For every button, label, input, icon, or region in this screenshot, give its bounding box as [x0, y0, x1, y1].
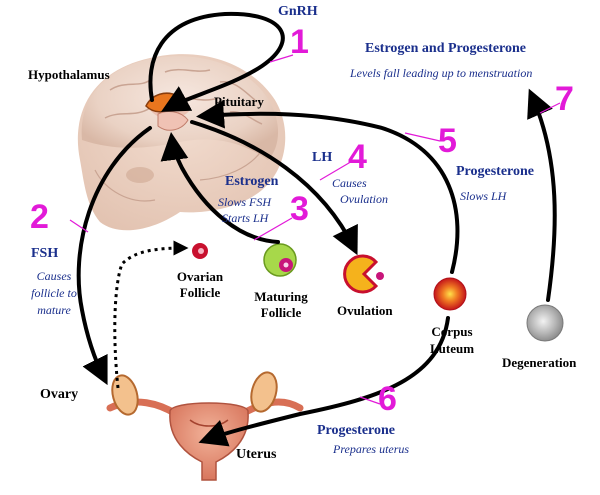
maturing-follicle-icon [263, 243, 297, 277]
lh-label: LH [312, 150, 333, 165]
fsh-arrow [76, 126, 152, 386]
progesterone-uterus-note: Prepares uterus [333, 442, 410, 456]
ovarian-follicle-label-1: Ovarian [176, 269, 224, 284]
corpus-luteum-icon [433, 277, 467, 311]
corpus-luteum-label-1: Corpus [431, 324, 473, 339]
lh-note-2: Ovulation [340, 192, 388, 206]
corpus-luteum-label-2: Luteum [429, 341, 475, 356]
progesterone-uterus-label: Progesterone [317, 423, 396, 438]
fsh-note-2: follicle to [31, 286, 77, 300]
gnrh-label: GnRH [278, 4, 318, 19]
ovulation-label: Ovulation [337, 303, 393, 318]
step-number-5: 5 [438, 122, 457, 160]
ovary-label: Ovary [40, 387, 79, 402]
maturing-follicle-label-2: Follicle [260, 305, 302, 320]
progesterone-pituitary-arrow [196, 100, 460, 274]
progesterone-uterus-arrow [198, 316, 450, 447]
estrogen-label: Estrogen [225, 174, 279, 189]
pointer-line-3 [253, 217, 293, 241]
step-number-6: 6 [378, 380, 397, 418]
step-number-2: 2 [30, 198, 49, 236]
step-number-7: 7 [555, 80, 574, 118]
follicle-dotted-arrow [113, 240, 189, 389]
degeneration-arrow [527, 88, 557, 302]
estrogen-arrow [160, 132, 280, 244]
step-number-4: 4 [348, 138, 367, 176]
ovarian-follicle-label-2: Follicle [179, 285, 221, 300]
lh-note-1: Causes [332, 176, 367, 190]
pointer-line-2 [69, 219, 89, 233]
pointer-line-5 [404, 132, 441, 142]
pointer-line-6 [359, 396, 381, 405]
lh-arrow [190, 120, 358, 256]
uterus-illustration [106, 371, 304, 481]
hypothalamus-label: Hypothalamus [28, 67, 110, 82]
fsh-note-1: Causes [36, 269, 72, 283]
estrogen-note-1: Slows FSH [218, 195, 272, 209]
pointer-line-1 [269, 54, 294, 63]
step-number-3: 3 [290, 190, 309, 228]
ovarian-follicle-icon [192, 243, 208, 259]
estrogen-note-2: Starts LH [222, 211, 269, 225]
pointer-line-4 [319, 159, 355, 181]
fsh-note-3: mature [37, 303, 71, 317]
step-number-1: 1 [290, 23, 309, 61]
progesterone-slow-lh-label: Progesterone [456, 164, 535, 179]
degeneration-label: Degeneration [502, 355, 577, 370]
progesterone-slow-lh-note: Slows LH [460, 189, 507, 203]
ovulation-icon [343, 254, 384, 294]
gnrh-loop-arrow [148, 11, 285, 112]
maturing-follicle-label-1: Maturing [254, 289, 308, 304]
pituitary-label: Pituitary [214, 94, 264, 109]
degeneration-icon [526, 304, 564, 342]
estrogen-progesterone-label: Estrogen and Progesterone [365, 41, 526, 56]
estrogen-progesterone-note: Levels fall leading up to menstruation [350, 66, 533, 80]
fsh-label: FSH [31, 246, 59, 261]
pointer-line-7 [539, 102, 561, 114]
uterus-label: Uterus [236, 447, 277, 462]
